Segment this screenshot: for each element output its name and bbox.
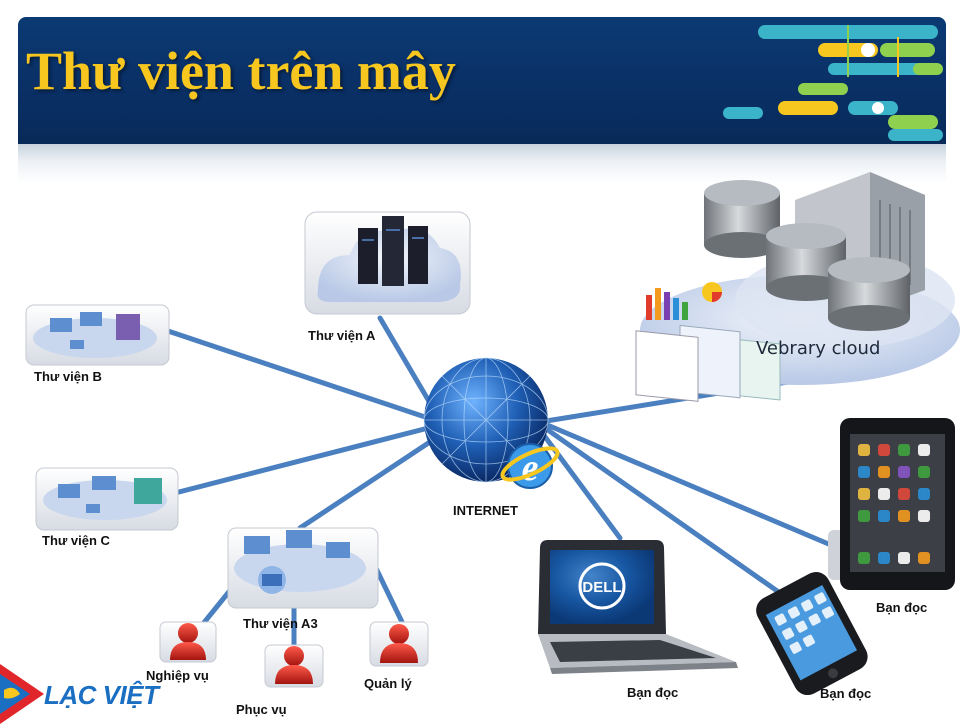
banner-reflection bbox=[18, 144, 946, 184]
library-a3-label: Thư viện A3 bbox=[243, 616, 318, 631]
reader-phone-label: Bạn đọc bbox=[820, 686, 872, 701]
user-icon bbox=[264, 644, 324, 688]
tablet-icon bbox=[828, 418, 955, 590]
library-a-node bbox=[304, 211, 471, 315]
library-a-label: Thư viện A bbox=[308, 328, 376, 343]
link-lib-b bbox=[162, 327, 443, 425]
user-icon bbox=[159, 621, 217, 663]
library-b-node bbox=[25, 304, 170, 366]
link-laptop bbox=[537, 427, 623, 541]
staff-ops-label: Nghiệp vụ bbox=[146, 668, 209, 683]
database-icon bbox=[704, 180, 780, 258]
vebrary-cloud-node bbox=[635, 172, 960, 402]
user-icon bbox=[369, 621, 429, 667]
staff-service-label: Phục vụ bbox=[236, 702, 287, 717]
link-tablet bbox=[542, 421, 841, 551]
slide-title: Thư viện trên mây bbox=[26, 41, 456, 101]
reader-tablet-label: Bạn đọc bbox=[876, 600, 928, 615]
laptop-logo-text: DELL bbox=[582, 579, 621, 596]
staff-admin-label: Quản lý bbox=[364, 676, 412, 691]
library-c-label: Thư viện C bbox=[42, 533, 110, 548]
vebrary-cloud-label: Vebrary cloud bbox=[756, 338, 881, 359]
library-a3-node bbox=[227, 527, 379, 609]
internet-explorer-icon: e bbox=[500, 443, 560, 489]
library-b-label: Thư viện B bbox=[34, 369, 102, 384]
smartphone-icon bbox=[756, 572, 868, 696]
brand-logo-text: LẠC VIỆT bbox=[44, 680, 159, 710]
server-rack-icon bbox=[358, 216, 428, 286]
database-icon bbox=[766, 223, 846, 301]
library-c-node bbox=[35, 467, 179, 531]
chart-window-icon bbox=[635, 282, 781, 402]
title-banner bbox=[18, 17, 946, 144]
database-icon bbox=[828, 257, 910, 331]
lac-viet-logo-icon bbox=[0, 664, 44, 724]
reader-laptop-label: Bạn đọc bbox=[627, 685, 679, 700]
internet-label: INTERNET bbox=[453, 503, 518, 518]
link-lib-a3 bbox=[297, 429, 448, 531]
laptop-icon: DELL bbox=[538, 540, 738, 674]
link-lib-c bbox=[172, 422, 443, 496]
link-phone bbox=[542, 425, 793, 603]
decorative-circuit-graphic bbox=[723, 25, 943, 141]
